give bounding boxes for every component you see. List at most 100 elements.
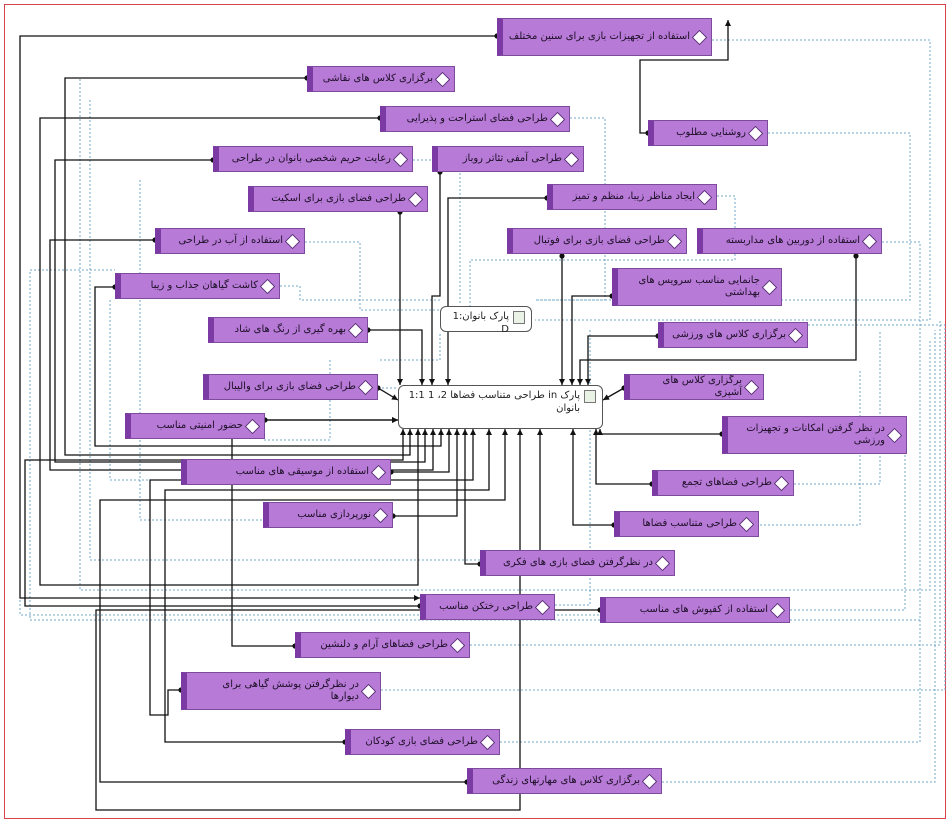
- code-node[interactable]: استفاده از آب در طراحی: [155, 228, 305, 254]
- code-node[interactable]: استفاده از کفپوش های مناسب: [600, 597, 790, 623]
- diamond-icon: [886, 427, 903, 443]
- quotation-icon: [584, 390, 596, 403]
- diamond-icon: [666, 233, 683, 249]
- dotted-link: [381, 324, 946, 691]
- diamond-icon: [357, 379, 374, 395]
- code-node[interactable]: جانمایی مناسب سرویس های بهداشتی: [612, 268, 782, 306]
- diamond-icon: [534, 599, 551, 615]
- code-node[interactable]: استفاده از موسیقی های مناسب: [181, 459, 391, 485]
- code-link: [464, 429, 480, 565]
- diamond-icon: [769, 602, 786, 618]
- code-link: [24, 429, 420, 607]
- code-node[interactable]: استفاده از دوربین های مداربسته: [697, 228, 882, 254]
- diamond-icon: [259, 278, 276, 294]
- code-node[interactable]: طراحی آمفی تئاتر روباز: [432, 146, 584, 172]
- code-link: [99, 429, 506, 783]
- code-link: [572, 429, 614, 526]
- code-node[interactable]: حضور امنیتی مناسب: [125, 413, 265, 439]
- code-link: [595, 429, 652, 485]
- diamond-icon: [549, 111, 566, 127]
- code-link: [149, 429, 474, 716]
- code-node[interactable]: طراحی فضای بازی کودکان: [345, 729, 500, 755]
- dotted-link: [760, 370, 861, 526]
- diamond-icon: [743, 379, 760, 395]
- arrowhead: [570, 429, 576, 435]
- code-node[interactable]: برگزاری کلاس های آشپزی: [624, 374, 764, 400]
- code-node[interactable]: کاشت گیاهان جذاب و زیبا: [115, 273, 280, 299]
- diamond-icon: [360, 683, 377, 699]
- dotted-link: [305, 241, 440, 311]
- code-node[interactable]: برگزاری کلاس های نقاشی: [307, 66, 455, 92]
- code-node[interactable]: طراحی فضاهای تجمع: [652, 470, 794, 496]
- arrowhead: [597, 429, 603, 435]
- code-link: [19, 35, 497, 599]
- dotted-link: [470, 320, 941, 646]
- code-node[interactable]: بهره گیری از رنگ های شاد: [208, 317, 368, 343]
- center-node[interactable]: پارک in طراحی متناسب فضاها 2، 1 1:1 بانو…: [398, 385, 603, 429]
- code-node[interactable]: استفاده از تجهیزات بازی برای سنین مختلف: [497, 18, 712, 56]
- code-node[interactable]: طراحی فضای بازی برای فوتبال: [507, 228, 687, 254]
- link-endpoint: [559, 253, 565, 259]
- code-node[interactable]: در نظرگرفتن فضای بازی های فکری: [480, 550, 675, 576]
- diamond-icon: [449, 637, 466, 653]
- code-node[interactable]: طراحی رختکن مناسب: [420, 594, 555, 620]
- dotted-link: [109, 300, 181, 481]
- diamond-icon: [861, 233, 878, 249]
- code-node[interactable]: طراحی فضاهای آرام و دلنشین: [295, 632, 470, 658]
- arrowhead: [407, 429, 413, 435]
- arrowhead: [454, 429, 460, 435]
- code-node[interactable]: روشنایی مطلوب: [648, 120, 768, 146]
- dotted-link: [790, 454, 907, 611]
- arrowhead: [470, 429, 476, 435]
- arrowhead: [391, 394, 398, 400]
- code-link: [520, 429, 541, 561]
- top-node-label: پارک بانوان:1 D: [452, 311, 509, 335]
- code-node[interactable]: ایجاد مناظر زیبا، منظم و تمیز: [547, 184, 717, 210]
- arrowhead: [462, 429, 468, 435]
- arrowhead: [392, 417, 398, 423]
- code-node[interactable]: در نظرگرفتن پوشش گیاهی برای دیوارها: [181, 672, 381, 710]
- code-link: [54, 159, 426, 463]
- arrowhead: [569, 379, 575, 385]
- code-link: [391, 429, 450, 473]
- code-link: [94, 286, 442, 447]
- code-link: [231, 419, 398, 647]
- arrowhead: [603, 394, 610, 400]
- code-node[interactable]: نورپردازی مناسب: [263, 502, 393, 528]
- code-node[interactable]: طراحی فضای بازی برای والیبال: [203, 374, 378, 400]
- code-link: [164, 429, 490, 743]
- diamond-icon: [691, 29, 708, 45]
- diamond-icon: [563, 151, 580, 167]
- arrowhead: [593, 429, 599, 435]
- dotted-link: [264, 360, 331, 441]
- code-link: [639, 20, 729, 134]
- arrowhead: [414, 595, 420, 601]
- arrowhead: [430, 429, 436, 435]
- arrowhead: [517, 429, 523, 435]
- code-node[interactable]: برگزاری کلاس های مهارتهای زندگی: [467, 768, 662, 794]
- diamond-icon: [787, 327, 804, 343]
- dotted-link: [29, 241, 921, 621]
- arrowhead: [438, 429, 444, 435]
- diamond-icon: [372, 507, 389, 523]
- code-node[interactable]: طراحی فضای استراحت و پذیرایی: [380, 106, 570, 132]
- code-link: [95, 429, 600, 811]
- diamond-icon: [747, 125, 764, 141]
- code-node[interactable]: رعایت حریم شخصی بانوان در طراحی: [213, 146, 413, 172]
- dotted-link: [535, 39, 931, 321]
- code-node[interactable]: طراحی فضای بازی برای اسکیت: [248, 186, 428, 212]
- dotted-link: [413, 159, 461, 305]
- dotted-link: [500, 350, 921, 743]
- diamond-icon: [434, 71, 451, 87]
- diamond-icon: [479, 734, 496, 750]
- code-node[interactable]: برگزاری کلاس های ورزشی: [658, 322, 808, 348]
- diamond-icon: [347, 322, 364, 338]
- top-document-node[interactable]: پارک بانوان:1 D: [440, 306, 532, 335]
- diamond-icon: [738, 516, 755, 532]
- code-node[interactable]: در نظر گرفتن امکانات و تجهیزات ورزشی: [722, 416, 907, 454]
- diamond-icon: [773, 475, 790, 491]
- diamond-icon: [761, 279, 778, 295]
- code-node[interactable]: طراحی متناسب فضاها: [614, 511, 759, 537]
- arrowhead: [446, 429, 452, 435]
